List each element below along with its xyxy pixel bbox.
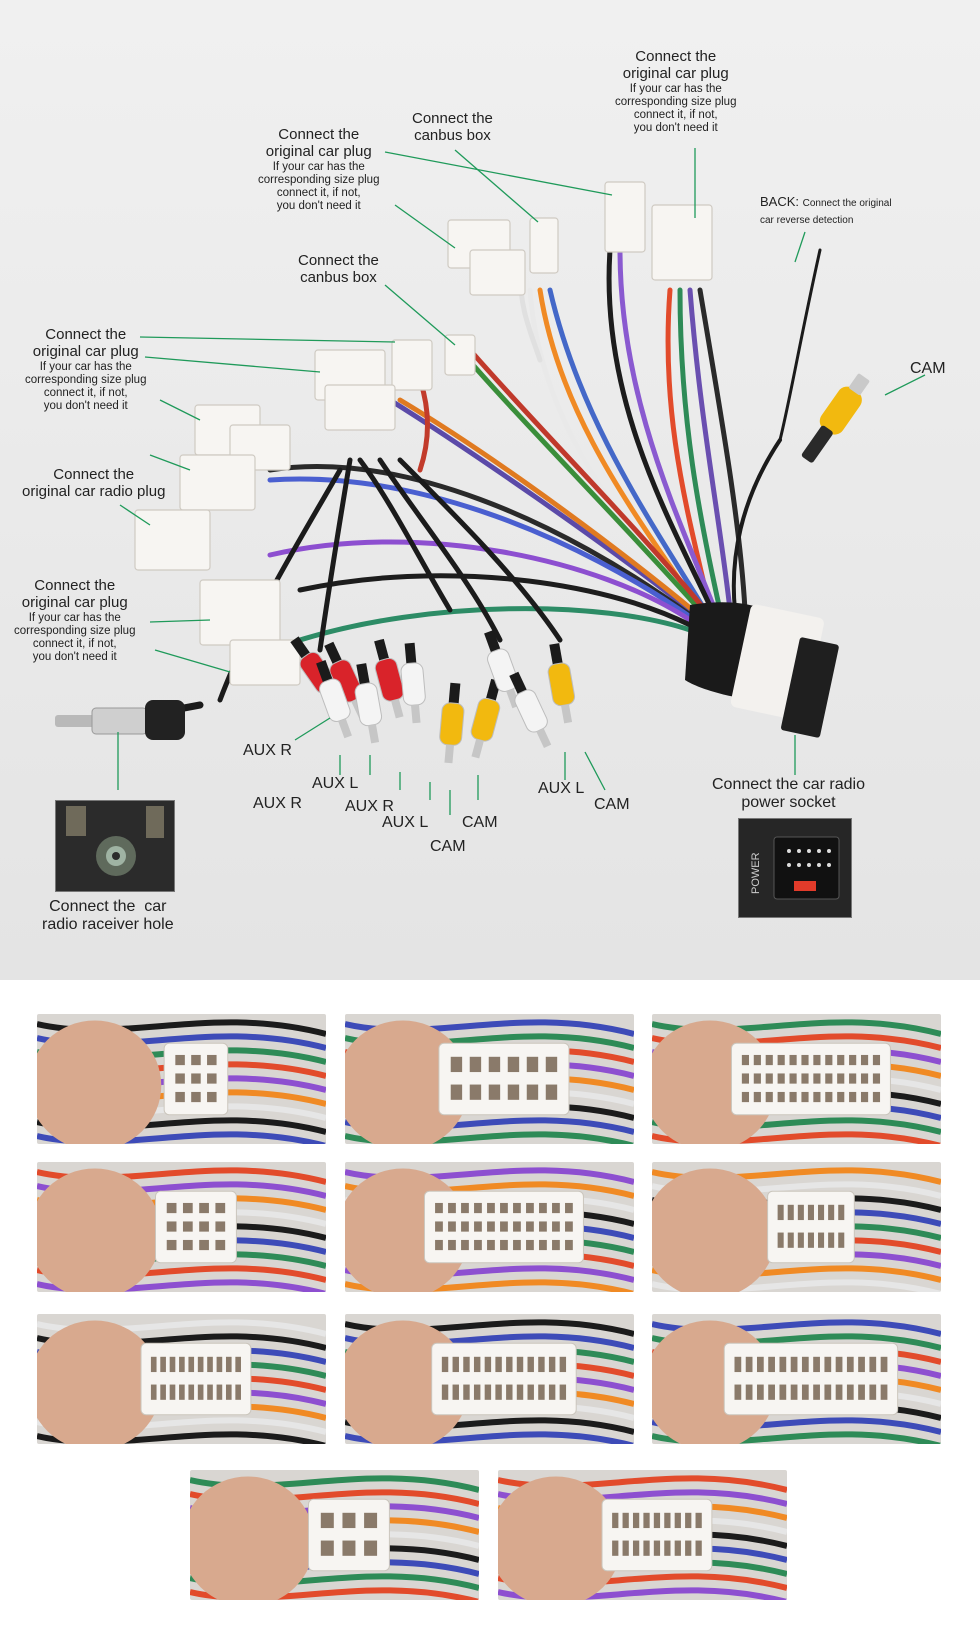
- rca-plug: [439, 682, 465, 764]
- label-canbus-mid: Connect the canbus box: [298, 252, 379, 287]
- rca-plug: [354, 663, 383, 744]
- label-plug-low-left: Connect the original car plug If your ca…: [14, 577, 136, 664]
- leader-lines: [117, 148, 926, 815]
- label-rca-9: CAM: [594, 796, 630, 813]
- label-rca-5: AUX L: [382, 814, 429, 831]
- label-receiver-hole: Connect the car radio raceiver hole: [42, 898, 174, 934]
- connector-photo-7: [37, 1314, 326, 1444]
- rca-plug: [547, 643, 576, 724]
- label-cam-right: CAM: [910, 360, 946, 377]
- label-power-socket: Connect the car radio power socket: [712, 776, 865, 812]
- white-connectors: [134, 181, 713, 686]
- wire-bundle: [116, 247, 822, 724]
- connector-photo-8: [345, 1314, 634, 1444]
- connector-photo-2: [345, 1014, 634, 1144]
- harness-sleeve: [685, 602, 839, 738]
- rca-plugs: [290, 630, 576, 764]
- label-rca-7: CAM: [462, 814, 498, 831]
- cam-plug-right: [801, 373, 870, 463]
- label-rca-8: AUX L: [538, 780, 585, 797]
- power-socket-photo: POWER: [738, 818, 852, 918]
- label-rca-2: AUX L: [312, 775, 359, 792]
- connector-photo-3: [652, 1014, 941, 1144]
- label-rca-6: CAM: [430, 838, 466, 855]
- connector-photo-1: [37, 1014, 326, 1144]
- label-radio-plug: Connect the original car radio plug: [22, 466, 166, 501]
- label-plug-mid-left: Connect the original car plug If your ca…: [25, 326, 147, 413]
- wiring-diagram: Connect the original car plug If your ca…: [0, 0, 980, 980]
- antenna-plug: [55, 700, 185, 740]
- receiver-hole-photo: [55, 800, 175, 892]
- connector-photo-11: [498, 1470, 787, 1600]
- connector-photo-10: [190, 1470, 479, 1600]
- connector-photo-5: [345, 1162, 634, 1292]
- rca-plug: [374, 638, 405, 719]
- connector-photo-6: [652, 1162, 941, 1292]
- connector-photo-4: [37, 1162, 326, 1292]
- label-rca-1: AUX R: [243, 742, 292, 759]
- rca-plug: [509, 671, 552, 749]
- label-rca-3: AUX R: [253, 795, 302, 812]
- rca-plug: [400, 642, 426, 724]
- svg-text:POWER: POWER: [750, 852, 762, 894]
- rca-plug: [316, 660, 352, 739]
- label-back: BACK: Connect the original car reverse d…: [760, 194, 892, 226]
- connector-photo-9: [652, 1314, 941, 1444]
- label-rca-4: AUX R: [345, 798, 394, 815]
- label-plug-top-left: Connect the original car plug If your ca…: [258, 126, 380, 213]
- label-plug-top-right: Connect the original car plug If your ca…: [615, 48, 737, 135]
- label-canbus-top: Connect the canbus box: [412, 110, 493, 145]
